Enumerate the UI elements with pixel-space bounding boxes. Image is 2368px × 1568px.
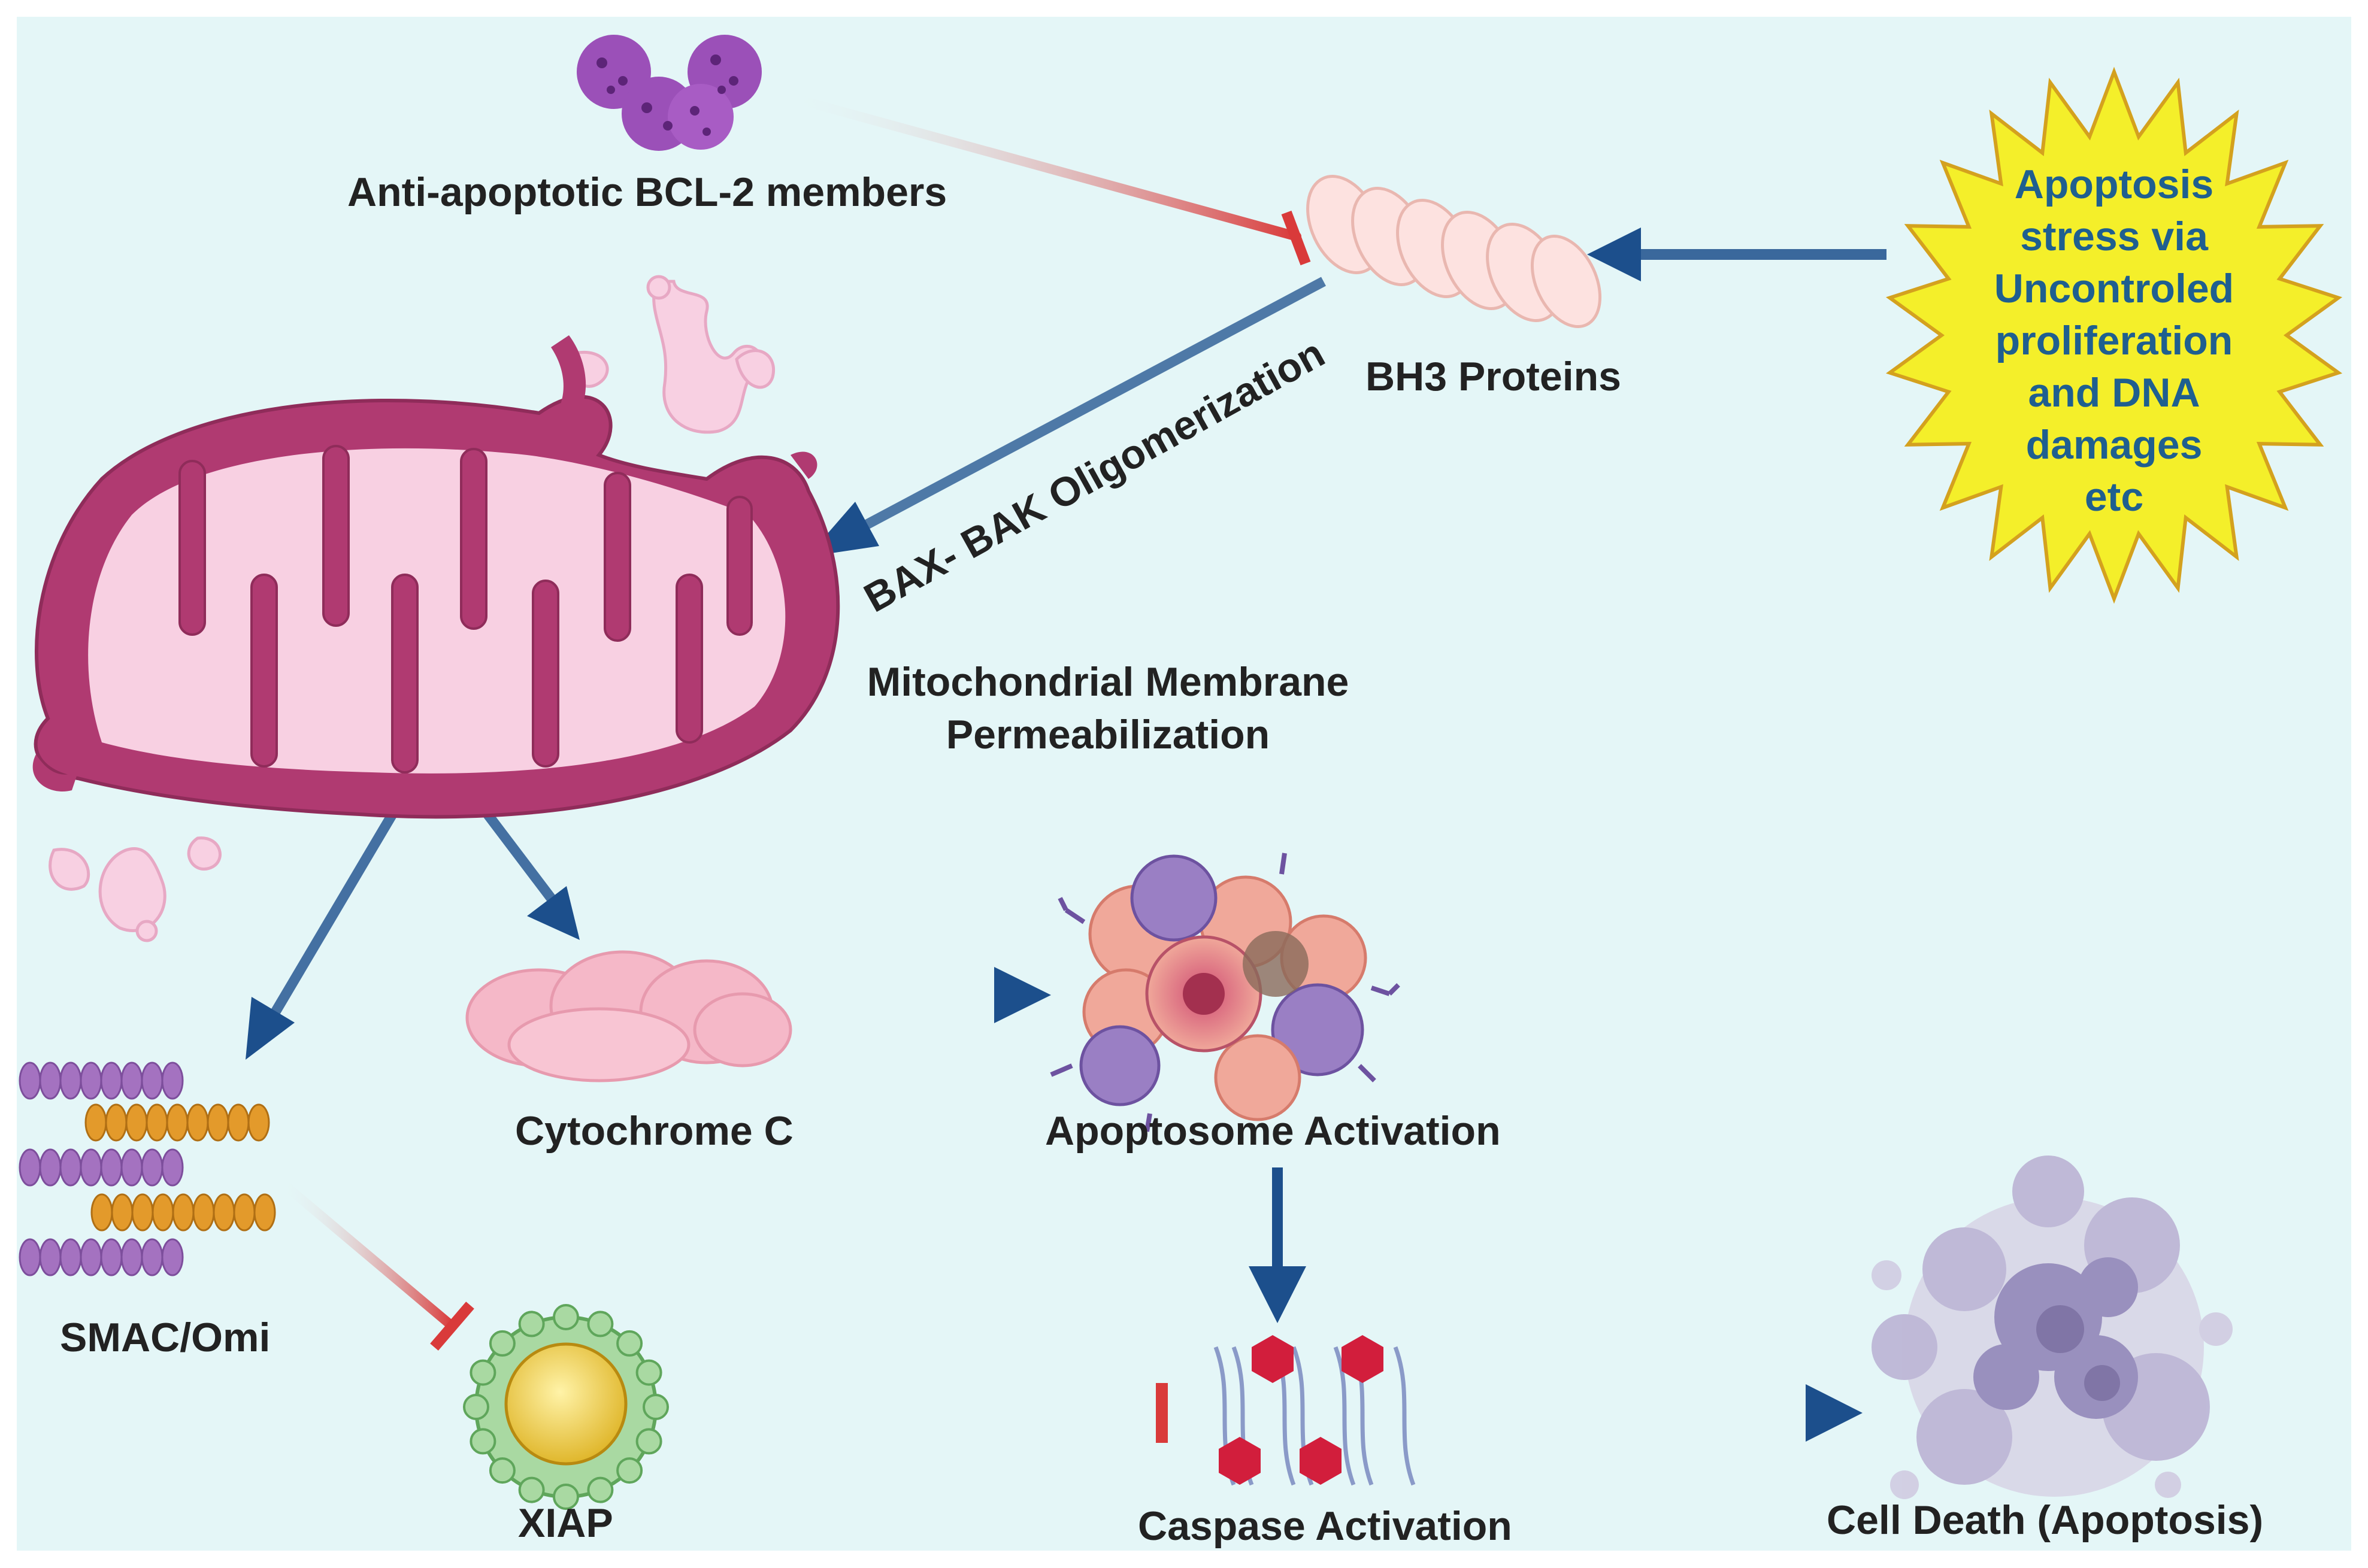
smac-subunit — [84, 1103, 107, 1142]
smac-subunit — [59, 1061, 82, 1100]
edge-cytochrome-activates-apoptosome — [791, 967, 1051, 1023]
smac-subunit — [125, 1103, 148, 1142]
smac-subunit — [141, 1238, 163, 1276]
mitochondrion-icon — [32, 275, 840, 942]
label-cell-death: Cell Death (Apoptosis) — [1827, 1497, 2264, 1543]
caspase-icon — [1213, 1335, 1416, 1486]
smac-subunit — [213, 1193, 235, 1232]
edge-smac-inhibits-xiap — [278, 1178, 474, 1351]
stress-starburst-icon — [1885, 66, 2343, 604]
label-anti-apoptotic: Anti-apoptotic BCL-2 members — [347, 169, 947, 215]
bh3-proteins-icon — [1306, 175, 1602, 329]
smac-subunit — [39, 1148, 62, 1187]
smac-subunit — [39, 1238, 62, 1276]
stress-line: stress via — [2020, 214, 2208, 259]
smac-subunit — [120, 1148, 143, 1187]
smac-subunit — [161, 1238, 184, 1276]
edge-caspase-activates-cell-death — [1407, 1384, 1863, 1442]
smac-subunit — [166, 1103, 189, 1142]
smac-subunit — [247, 1103, 270, 1142]
stress-line: damages — [2025, 422, 2203, 468]
xiap-icon — [463, 1304, 669, 1510]
stress-line: proliferation — [1995, 318, 2233, 363]
smac-subunit — [105, 1103, 128, 1142]
smac-subunit — [161, 1061, 184, 1100]
stress-line: Apoptosis — [2014, 162, 2214, 207]
xiap-bump — [470, 1428, 496, 1455]
smac-subunit — [59, 1238, 82, 1276]
smac-subunit — [59, 1148, 82, 1187]
xiap-bump — [518, 1311, 545, 1337]
label-xiap: XIAP — [518, 1500, 613, 1546]
smac-subunit — [161, 1148, 184, 1187]
edge-bcl2-inhibits-bh3 — [780, 91, 1311, 266]
smac-subunit — [80, 1061, 102, 1100]
smac-subunit — [111, 1193, 134, 1232]
xiap-bump — [553, 1304, 579, 1330]
label-bh3-proteins: BH3 Proteins — [1365, 354, 1621, 399]
label-apoptosome: Apoptosome Activation — [1045, 1108, 1501, 1154]
smac-subunit — [227, 1103, 250, 1142]
edge-mito-activates-smac — [246, 796, 406, 1060]
smac-omi-icon — [19, 1061, 276, 1276]
smac-subunit — [131, 1193, 154, 1232]
xiap-bump — [463, 1394, 489, 1420]
smac-subunit — [19, 1238, 41, 1276]
smac-subunit — [100, 1238, 123, 1276]
smac-subunit — [39, 1061, 62, 1100]
smac-subunit — [80, 1238, 102, 1276]
smac-subunit — [19, 1148, 41, 1187]
smac-subunit — [253, 1193, 276, 1232]
label-mmp-line2: Permeabilization — [946, 712, 1270, 757]
edge-apoptosome-activates-caspase — [1249, 1167, 1306, 1323]
smac-subunit — [233, 1193, 256, 1232]
xiap-bump — [643, 1394, 669, 1420]
smac-subunit — [172, 1193, 195, 1232]
stress-line: and DNA — [2028, 370, 2200, 415]
cytochrome-c-icon — [465, 950, 792, 1082]
label-caspase: Caspase Activation — [1138, 1503, 1512, 1549]
label-mmp-line1: Mitochondrial Membrane — [867, 659, 1349, 705]
label-mmp: Mitochondrial Membrane Permeabilization — [838, 656, 1377, 761]
stress-line: etc — [2084, 474, 2144, 520]
smac-subunit — [207, 1103, 229, 1142]
smac-subunit — [19, 1061, 41, 1100]
label-smac-omi: SMAC/Omi — [60, 1315, 271, 1360]
label-cytochrome-c: Cytochrome C — [515, 1108, 794, 1154]
xiap-bump — [489, 1457, 516, 1484]
apoptosome-icon — [1050, 853, 1400, 1132]
xiap-bump — [489, 1330, 516, 1357]
smac-subunit — [192, 1193, 215, 1232]
smac-subunit — [146, 1103, 168, 1142]
edge-stress-activates-bh3 — [1587, 228, 1886, 281]
smac-subunit — [90, 1193, 113, 1232]
smac-subunit — [100, 1061, 123, 1100]
xiap-bump — [553, 1484, 579, 1510]
edge-xiap-inhibits-caspase — [680, 1383, 1168, 1443]
cell-death-icon — [1872, 1155, 2233, 1499]
stress-text-block: Apoptosis stress via Uncontroled prolife… — [1946, 159, 2282, 523]
smac-subunit — [141, 1148, 163, 1187]
smac-subunit — [120, 1238, 143, 1276]
smac-subunit — [120, 1061, 143, 1100]
smac-subunit — [100, 1148, 123, 1187]
smac-subunit — [80, 1148, 102, 1187]
xiap-bump — [587, 1476, 614, 1503]
xiap-bump — [470, 1359, 496, 1386]
bcl2-cluster-icon — [577, 35, 762, 151]
xiap-bump — [518, 1476, 545, 1503]
xiap-bump — [616, 1457, 643, 1484]
stress-line: Uncontroled — [1994, 266, 2234, 311]
xiap-bump — [616, 1330, 643, 1357]
xiap-bump — [635, 1359, 662, 1386]
smac-subunit — [186, 1103, 209, 1142]
smac-subunit — [152, 1193, 174, 1232]
xiap-bump — [587, 1311, 614, 1337]
xiap-bump — [635, 1428, 662, 1455]
smac-subunit — [141, 1061, 163, 1100]
